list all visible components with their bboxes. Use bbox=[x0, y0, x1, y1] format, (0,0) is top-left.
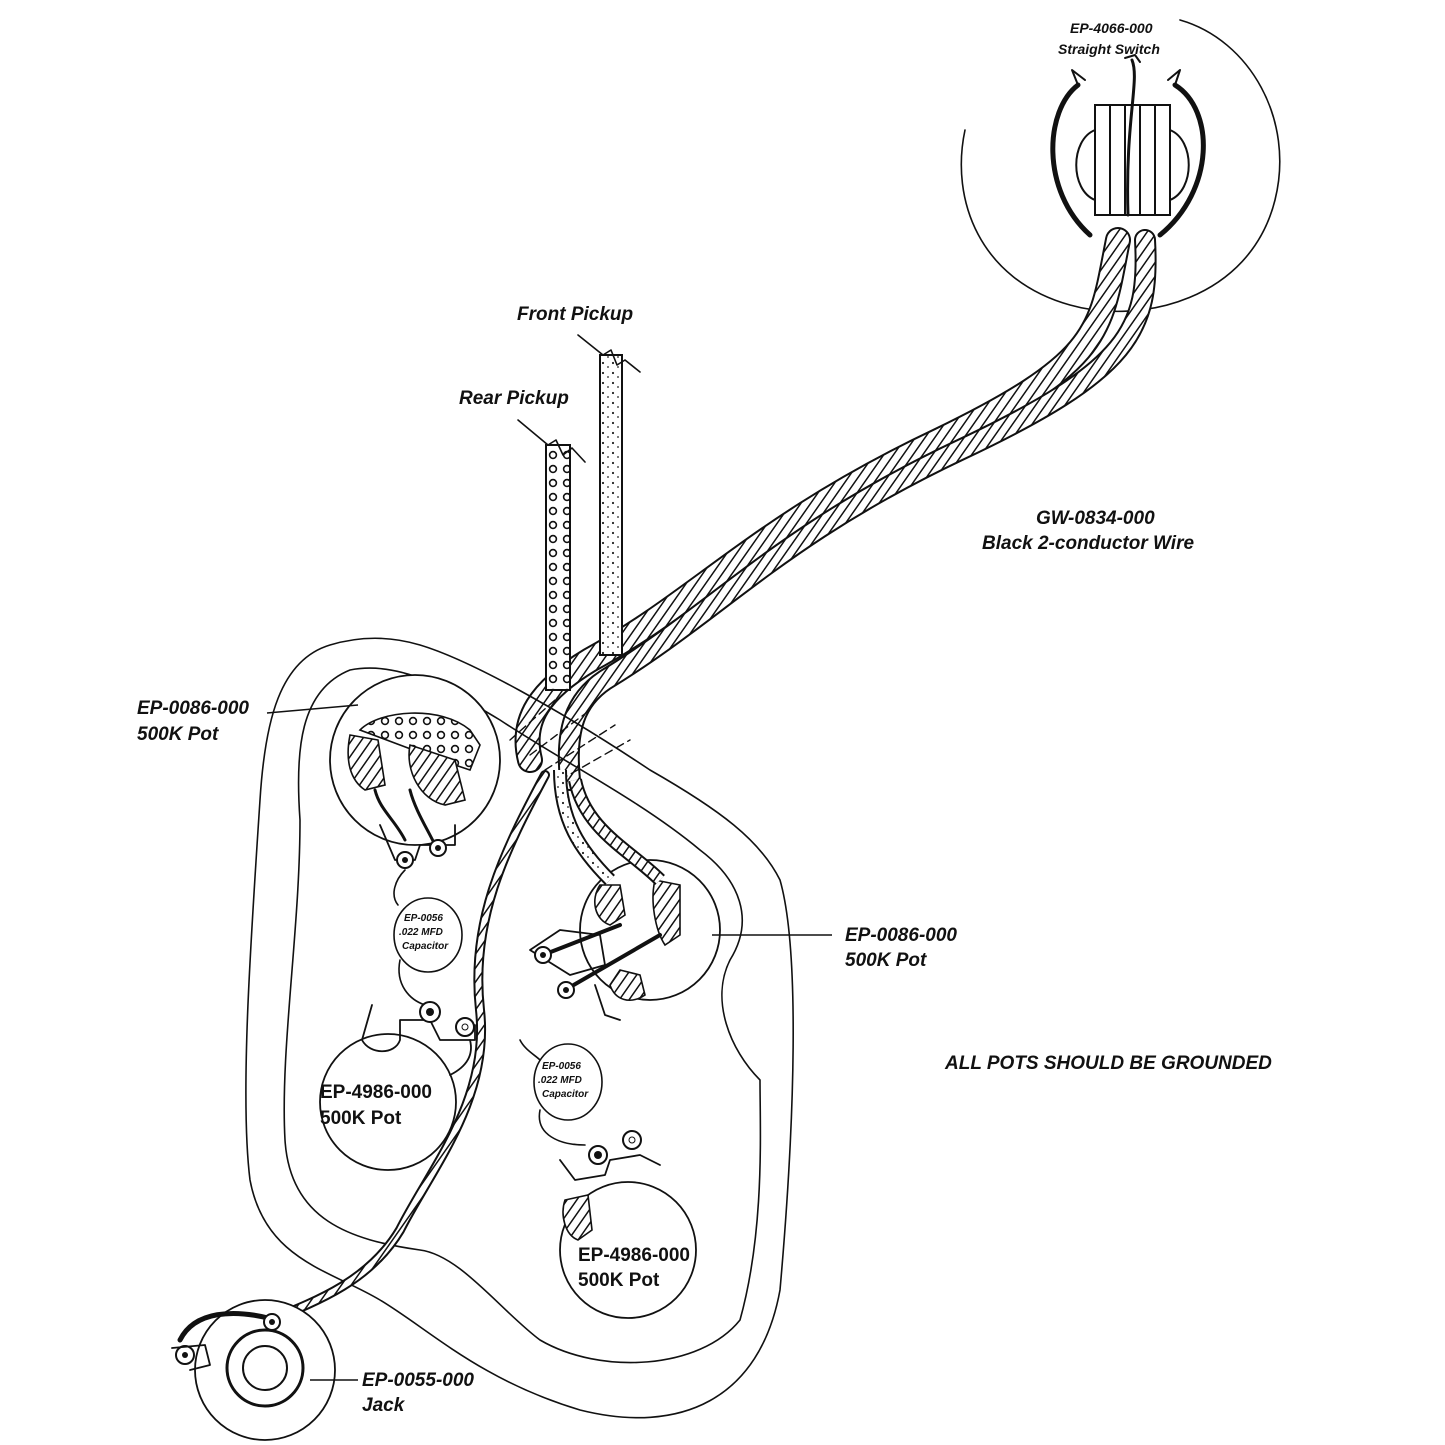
wire-channel bbox=[509, 699, 631, 781]
capacitor-left: EP-0056 .022 MFD Capacitor bbox=[393, 869, 463, 1006]
cap-right-line2: .022 MFD bbox=[538, 1075, 582, 1086]
cap-left-line3: Capacitor bbox=[402, 941, 449, 952]
cap-right-line1: EP-0056 bbox=[542, 1061, 581, 1072]
pot-top-left-part-label: EP-0086-000 bbox=[137, 698, 249, 719]
leader-top-left-pot bbox=[266, 704, 359, 714]
switch-part-label: EP-4066-000 bbox=[1070, 20, 1153, 36]
rear-pickup-lead bbox=[517, 419, 586, 691]
jack-part-label: EP-0055-000 bbox=[362, 1370, 474, 1391]
pot-top-left-value-label: 500K Pot bbox=[137, 724, 219, 745]
pot-right-part-label: EP-0086-000 bbox=[845, 925, 957, 946]
cap-right-line3: Capacitor bbox=[542, 1089, 589, 1100]
pot-right bbox=[529, 859, 721, 1021]
output-jack bbox=[171, 1299, 336, 1441]
rear-pickup-label: Rear Pickup bbox=[459, 388, 569, 409]
cap-left-line1: EP-0056 bbox=[404, 913, 443, 924]
cap-left-line2: .022 MFD bbox=[399, 927, 443, 938]
wire-name-label: Black 2-conductor Wire bbox=[982, 533, 1194, 554]
jack-name-label: Jack bbox=[362, 1395, 406, 1416]
switch-cavity-outline bbox=[960, 19, 1281, 313]
front-pickup-lead bbox=[577, 334, 641, 656]
pot-top-left bbox=[329, 674, 501, 869]
ground-note-label: ALL POTS SHOULD BE GROUNDED bbox=[944, 1053, 1272, 1074]
wire-part-label: GW-0834-000 bbox=[1036, 508, 1155, 529]
capacitor-right: EP-0056 .022 MFD Capacitor bbox=[519, 1039, 603, 1146]
control-cavity-outline bbox=[245, 637, 794, 1419]
pot-bottom-left-value-label: 500K Pot bbox=[320, 1108, 402, 1129]
pot-bottom-left bbox=[319, 1001, 476, 1171]
pot-bottom-left-part-label: EP-4986-000 bbox=[320, 1082, 432, 1103]
pot-bottom-right-value-label: 500K Pot bbox=[578, 1270, 660, 1291]
pot-right-value-label: 500K Pot bbox=[845, 950, 927, 971]
pot-bottom-right-part-label: EP-4986-000 bbox=[578, 1245, 690, 1266]
front-pickup-label: Front Pickup bbox=[517, 304, 633, 325]
control-cavity-inner-outline bbox=[283, 667, 762, 1364]
switch-name-label: Straight Switch bbox=[1058, 41, 1160, 57]
pot-bottom-right bbox=[559, 1130, 697, 1319]
toggle-switch bbox=[1050, 54, 1206, 238]
